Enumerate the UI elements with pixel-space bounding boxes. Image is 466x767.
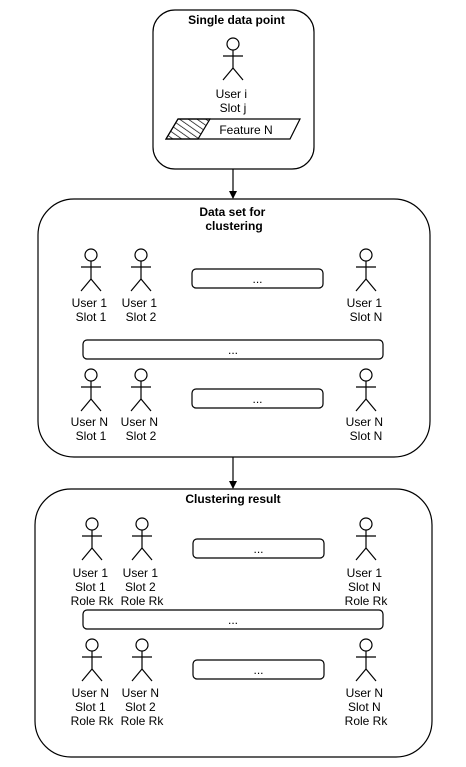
- user-actor-icon: [355, 248, 377, 292]
- ellipsis-text: ...: [252, 392, 262, 406]
- single-user-line: User i: [216, 87, 247, 101]
- user-actor-icon: [81, 517, 103, 561]
- user-actor-icon: [222, 37, 244, 81]
- ellipsis-box-wide: [82, 339, 384, 360]
- user-actor-icon: [355, 368, 377, 412]
- dataset-row1-label: User 1 Slot 1: [72, 296, 111, 324]
- single-data-point-panel: Single data point User i Slot j Feature …: [152, 9, 315, 170]
- result-row1-label: User 1 Slot 2 Role Rk: [121, 566, 165, 608]
- ellipsis-box-wide: [82, 609, 384, 630]
- user-actor-icon: [131, 638, 153, 682]
- user-actor-icon: [81, 638, 103, 682]
- ellipsis-box: [192, 659, 325, 680]
- result-row1-label: User 1 Slot 1 Role Rk: [71, 566, 115, 608]
- svg-text:User i Slot j: User i Slot j: [216, 87, 251, 115]
- result-row2-label: User N Slot 2 Role Rk: [121, 686, 165, 728]
- user-actor-icon: [355, 638, 377, 682]
- clustering-result-panel: Clustering result User 1 Slot 1 Role Rk …: [34, 488, 433, 758]
- ellipsis-box: [191, 268, 324, 289]
- dataset-row2-label: User N Slot 2: [121, 415, 162, 443]
- result-row2-label: User N Slot 1 Role Rk: [71, 686, 115, 728]
- ellipsis-text: ...: [228, 613, 238, 627]
- dataset-row2-label: User N Slot N: [346, 415, 387, 443]
- dataset-row1-label: User 1 Slot N: [347, 296, 386, 324]
- single-slot-line: Slot j: [220, 101, 247, 115]
- clustering-result-title: Clustering result: [185, 492, 280, 506]
- user-actor-icon: [80, 248, 102, 292]
- dataset-title: Data set for clustering: [199, 205, 268, 233]
- ellipsis-text: ...: [252, 272, 262, 286]
- ellipsis-box: [192, 538, 325, 559]
- dataset-panel: Data set for clustering User 1 Slot 1 Us…: [37, 198, 431, 458]
- dataset-row1-label: User 1 Slot 2: [122, 296, 161, 324]
- feature-label: Feature N: [219, 123, 272, 137]
- ellipsis-text: ...: [228, 343, 238, 357]
- ellipsis-box: [191, 388, 324, 409]
- user-actor-icon: [80, 368, 102, 412]
- ellipsis-text: ...: [253, 542, 263, 556]
- result-row1-label: User 1 Slot N Role Rk: [345, 566, 389, 608]
- result-row2-label: User N Slot N Role Rk: [345, 686, 389, 728]
- dataset-row2-label: User N Slot 1: [71, 415, 112, 443]
- user-actor-icon: [131, 517, 153, 561]
- feature-parallelogram: Feature N: [164, 118, 301, 140]
- user-actor-icon: [355, 517, 377, 561]
- user-actor-icon: [130, 248, 152, 292]
- ellipsis-text: ...: [253, 663, 263, 677]
- user-actor-icon: [130, 368, 152, 412]
- single-data-point-title: Single data point: [188, 13, 285, 27]
